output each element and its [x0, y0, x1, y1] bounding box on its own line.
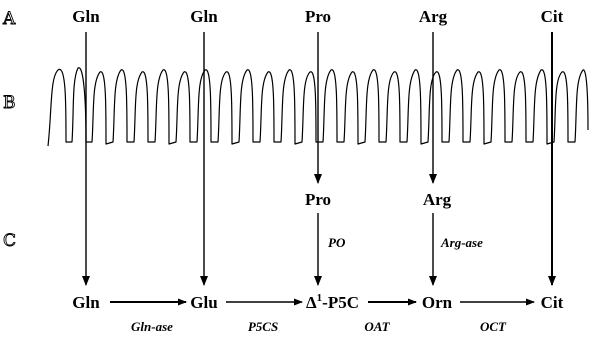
bottom-label-orn: Orn — [422, 293, 453, 312]
row-label-c: C — [3, 231, 16, 251]
bottom-label-cit: Cit — [541, 293, 564, 312]
enzyme-p5cs: P5CS — [248, 319, 278, 334]
enzyme-po: PO — [328, 235, 346, 250]
top-label-gln-1: Gln — [72, 7, 100, 26]
top-label-arg: Arg — [419, 7, 448, 26]
bottom-label-glu: Glu — [190, 293, 217, 312]
enzyme-oat: OAT — [364, 319, 390, 334]
bottom-label-gln: Gln — [72, 293, 100, 312]
enzyme-gln-ase: Gln-ase — [131, 319, 173, 334]
row-label-a: A — [2, 9, 16, 29]
enzyme-oct: OCT — [480, 319, 507, 334]
row-label-b: B — [3, 93, 16, 113]
top-label-pro: Pro — [305, 7, 331, 26]
p5c-delta: Δ — [306, 293, 317, 312]
p5c-rest: -P5C — [322, 293, 359, 312]
top-label-cit: Cit — [541, 7, 564, 26]
bottom-label-p5c: Δ1-P5C — [306, 292, 359, 312]
mid-label-arg: Arg — [423, 190, 452, 209]
mid-label-pro: Pro — [305, 190, 331, 209]
enzyme-arg-ase: Arg-ase — [440, 235, 483, 250]
top-label-gln-2: Gln — [190, 7, 218, 26]
